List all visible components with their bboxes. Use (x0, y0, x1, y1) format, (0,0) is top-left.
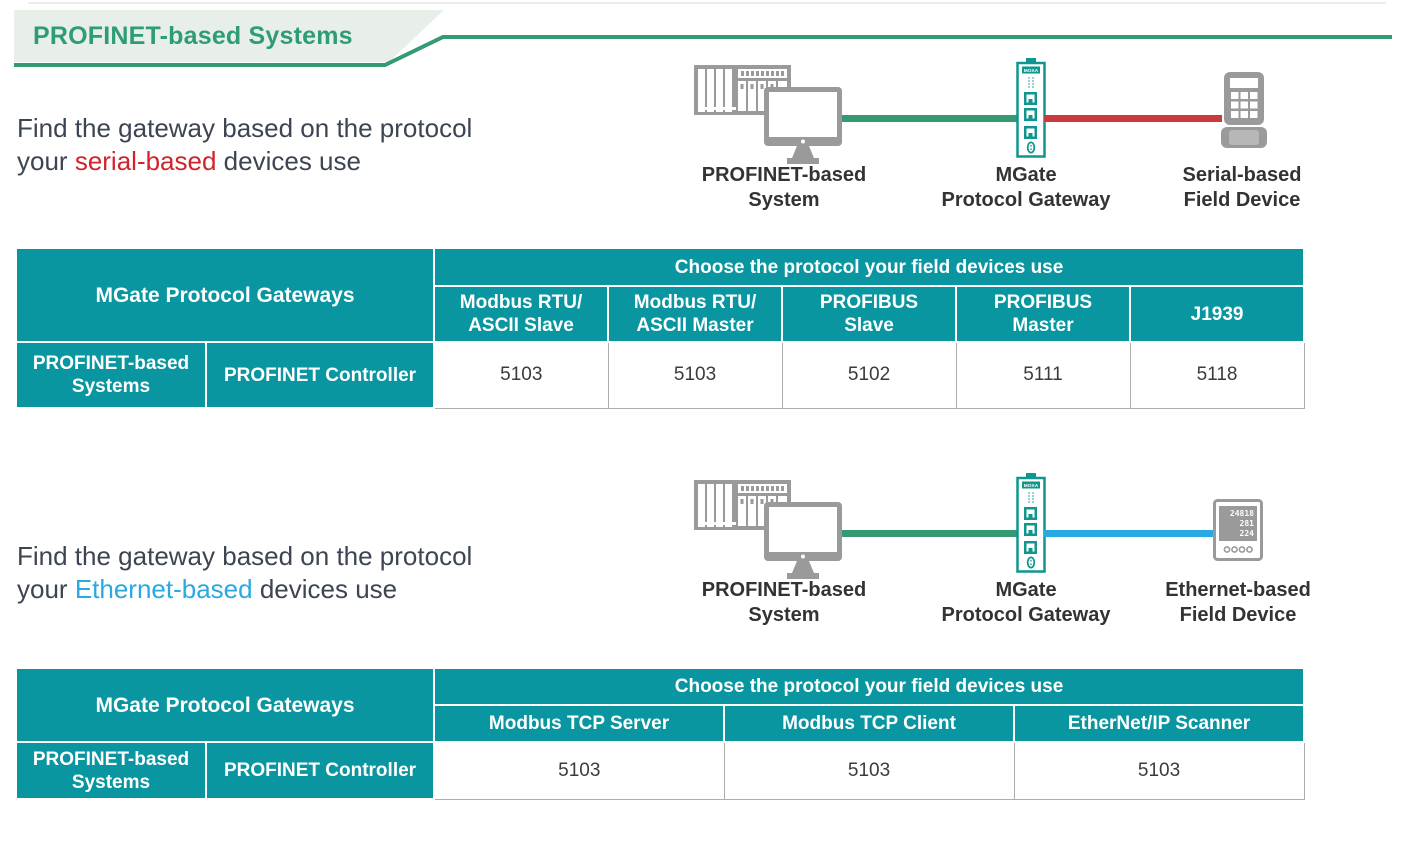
label-profinet-system: PROFINET-based System (701, 579, 867, 626)
table1-col-profibus-slave: PROFIBUS Slave (781, 285, 958, 343)
serial-field-device-icon (1221, 72, 1267, 148)
intro-serial-line1: Find the gateway based on the protocol (17, 113, 473, 143)
intro-serial: Find the gateway based on the protocol y… (17, 112, 472, 178)
table1-col-modbus-rtu-master: Modbus RTU/ ASCII Master (607, 285, 784, 343)
ethernet-link-line (1044, 530, 1214, 537)
table2-col-modbus-tcp-server: Modbus TCP Server (433, 704, 726, 743)
ethernet-protocol-table: MGate Protocol Gateways Choose the proto… (14, 667, 1306, 800)
meter-reading-3: 224 (1240, 529, 1255, 538)
label-ethernet-device: Ethernet-based Field Device (1165, 579, 1311, 626)
serial-based-highlight: serial-based (74, 146, 217, 176)
plc-rack-icon (694, 65, 791, 115)
label-mgate-gateway: MGate Protocol Gateway (941, 164, 1111, 211)
table1-row-system: PROFINET-based Systems (15, 341, 207, 409)
moxa-brand-label: MOXA (1024, 483, 1039, 489)
table1-value-1: 5103 (607, 341, 783, 409)
table1-col-modbus-rtu-slave: Modbus RTU/ ASCII Slave (433, 285, 610, 343)
label-serial-device: Serial-based Field Device (1182, 164, 1302, 211)
table1-row: PROFINET-based Systems PROFINET Controll… (15, 341, 1305, 409)
profinet-link-line (842, 115, 1018, 122)
table1-col-profibus-master: PROFIBUS Master (955, 285, 1132, 343)
table1-col-j1939: J1939 (1129, 285, 1306, 343)
monitor-icon (764, 87, 842, 164)
table2-col-ethernet-ip-scanner: EtherNet/IP Scanner (1013, 704, 1306, 743)
table1-value-2: 5102 (781, 341, 957, 409)
table2-choose-header: Choose the protocol your field devices u… (433, 667, 1306, 706)
table1-corner-header: MGate Protocol Gateways (14, 247, 436, 343)
monitor-icon (764, 502, 842, 579)
table1-value-0: 5103 (433, 341, 609, 409)
ethernet-based-highlight: Ethernet-based (74, 574, 253, 604)
meter-reading-2: 281 (1240, 519, 1255, 528)
meter-reading-1: 24818 (1230, 509, 1254, 518)
mgate-gateway-icon: MOXA (1016, 473, 1046, 573)
moxa-brand-label: MOXA (1024, 68, 1039, 74)
label-profinet-system: PROFINET-based System (701, 164, 867, 211)
intro-ethernet-line1: Find the gateway based on the protocol (17, 541, 473, 571)
serial-protocol-table: MGate Protocol Gateways Choose the proto… (14, 247, 1306, 409)
mgate-gateway-icon: MOXA (1016, 58, 1046, 158)
profinet-link-line (842, 530, 1018, 537)
intro-ethernet: Find the gateway based on the protocol y… (17, 540, 472, 606)
table1-row-controller: PROFINET Controller (204, 341, 436, 409)
top-hairline (28, 2, 1386, 4)
ethernet-field-device-icon: 24818 281 224 (1213, 499, 1263, 561)
serial-link-line (1044, 115, 1222, 122)
label-mgate-gateway: MGate Protocol Gateway (941, 579, 1111, 626)
table2-row-controller: PROFINET Controller (204, 741, 436, 800)
table2-col-modbus-tcp-client: Modbus TCP Client (723, 704, 1016, 743)
table1-choose-header: Choose the protocol your field devices u… (433, 247, 1306, 287)
intro-ethernet-line2: your Ethernet-based devices use (17, 574, 398, 604)
table2-row: PROFINET-based Systems PROFINET Controll… (15, 741, 1305, 800)
table2-value-2: 5103 (1013, 741, 1305, 800)
table1-value-3: 5111 (955, 341, 1131, 409)
table1-value-4: 5118 (1129, 341, 1305, 409)
table2-value-0: 5103 (433, 741, 725, 800)
table2-row-system: PROFINET-based Systems (15, 741, 207, 800)
table2-corner-header: MGate Protocol Gateways (14, 667, 436, 743)
page-title: PROFINET-based Systems (33, 22, 353, 50)
table2-value-1: 5103 (723, 741, 1015, 800)
section-banner: PROFINET-based Systems (14, 10, 444, 62)
intro-serial-line2: your serial-based devices use (17, 146, 361, 176)
